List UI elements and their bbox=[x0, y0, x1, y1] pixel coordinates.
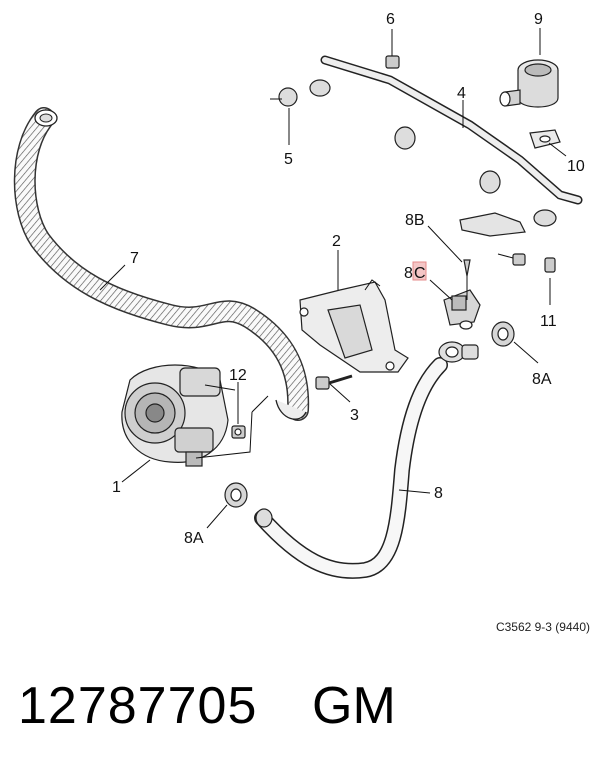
callout-1: 1 bbox=[112, 479, 121, 496]
tube-assembly-4 bbox=[309, 55, 583, 237]
nut-12 bbox=[231, 425, 246, 439]
callout-8a-left: 8A bbox=[184, 530, 204, 547]
grommet-8a-right bbox=[491, 321, 515, 347]
nut-6 bbox=[385, 55, 400, 69]
hose-8 bbox=[254, 341, 479, 579]
callout-6: 6 bbox=[386, 11, 395, 28]
callout-8b: 8B bbox=[405, 212, 425, 229]
callout-7: 7 bbox=[130, 250, 139, 267]
callout-9: 9 bbox=[534, 11, 543, 28]
bracket-2 bbox=[299, 279, 409, 373]
valve-8c bbox=[443, 289, 481, 330]
callout-3: 3 bbox=[350, 407, 359, 424]
part-number: 12787705 bbox=[18, 677, 258, 735]
callout-8a-right: 8A bbox=[532, 371, 552, 388]
parts-diagram: 6 9 4 5 10 8B 2 7 8 C 11 8A 12 3 1 8 8A bbox=[13, 11, 585, 579]
callout-8c-prefix: 8 bbox=[404, 265, 413, 282]
corrugated-hose-7 bbox=[13, 107, 310, 421]
callout-8: 8 bbox=[434, 485, 443, 502]
grommet-5 bbox=[270, 87, 298, 107]
check-valve-9 bbox=[499, 59, 559, 108]
screw-8b bbox=[463, 259, 471, 300]
grommet-8a-left bbox=[224, 482, 248, 508]
bolt-11 bbox=[544, 257, 556, 273]
callout-2: 2 bbox=[332, 233, 341, 250]
callout-12: 12 bbox=[229, 367, 247, 384]
brand-label: GM bbox=[312, 677, 396, 735]
highlight-marker bbox=[412, 261, 427, 281]
callout-5: 5 bbox=[284, 151, 293, 168]
bolt-small bbox=[497, 253, 526, 266]
pump-wire bbox=[195, 411, 253, 459]
leader-lines bbox=[99, 28, 567, 529]
reference-code: C3562 9-3 (9440) bbox=[495, 620, 590, 634]
air-pump-1 bbox=[121, 364, 236, 467]
callout-11: 11 bbox=[540, 313, 557, 330]
callout-8c-suffix: C bbox=[414, 265, 426, 282]
pump-wire-2 bbox=[251, 395, 269, 413]
callout-10: 10 bbox=[567, 158, 585, 175]
bolt-3 bbox=[315, 374, 353, 390]
gasket-10 bbox=[529, 129, 561, 149]
callout-4: 4 bbox=[457, 85, 466, 102]
